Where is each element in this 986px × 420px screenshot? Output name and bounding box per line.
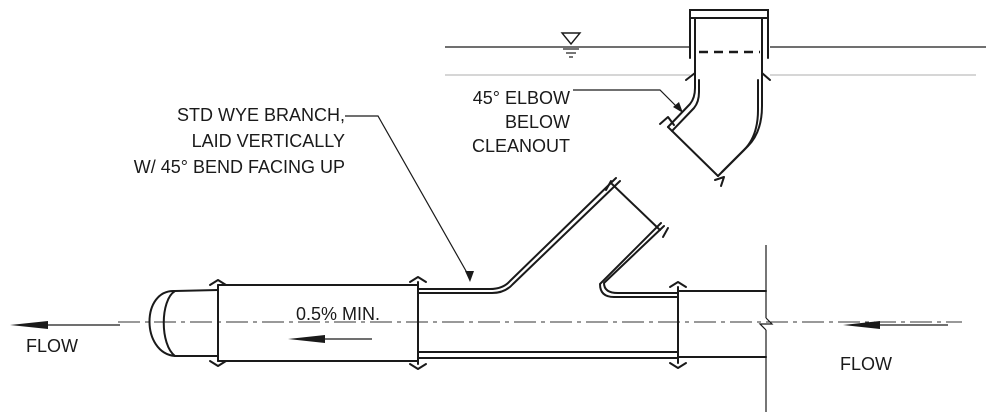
elbow-45 — [667, 65, 771, 177]
elbow-label-line-2: BELOW — [505, 112, 570, 132]
pipe-joint-left — [209, 279, 419, 367]
wye-label-line-1: STD WYE BRANCH, — [177, 105, 345, 125]
flow-arrow-left-icon — [10, 321, 120, 329]
slope-label: 0.5% MIN. — [296, 304, 380, 324]
branch-coupling — [605, 116, 725, 238]
pipe-joint-middle — [409, 276, 427, 370]
wye-label-line-2: LAID VERTICALLY — [192, 131, 345, 151]
break-line-right — [758, 245, 774, 412]
flow-arrow-right-icon — [843, 321, 948, 329]
wye-label-line-3: W/ 45° BEND FACING UP — [134, 157, 345, 177]
leader-wye — [345, 115, 474, 282]
cleanout-riser — [689, 9, 769, 81]
water-level-icon — [560, 32, 582, 58]
wye-branch-outline — [417, 177, 679, 298]
pipe-joint-right — [669, 281, 767, 369]
pipe-cut-end-left — [148, 289, 219, 357]
elbow-label-line-1: 45° ELBOW — [473, 88, 570, 108]
leader-elbow — [573, 89, 683, 113]
slope-arrow-icon — [288, 335, 372, 343]
flow-label-right: FLOW — [840, 354, 892, 374]
flow-label-left: FLOW — [26, 336, 78, 356]
elbow-label-line-3: CLEANOUT — [472, 136, 570, 156]
